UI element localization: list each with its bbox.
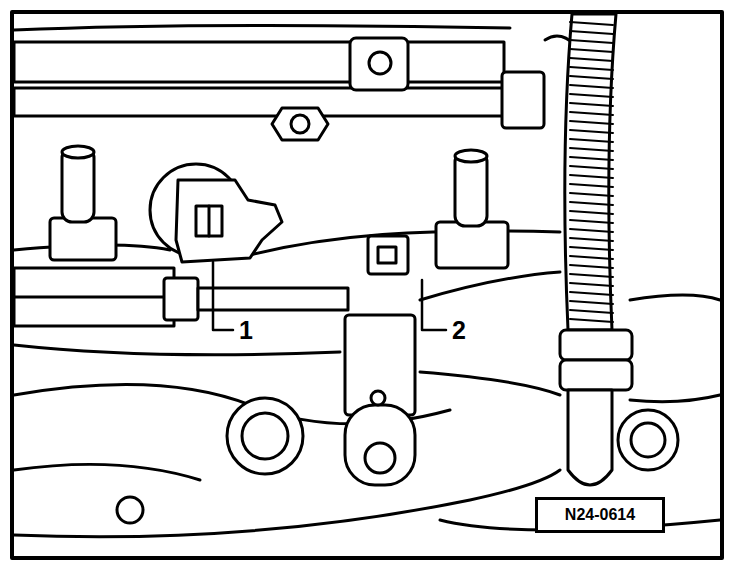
figure-number-box: N24-0614 — [535, 497, 665, 533]
frame — [12, 12, 722, 558]
callout-holder: 2 — [450, 318, 468, 343]
figure-number: N24-0614 — [565, 506, 635, 524]
corrugated-hose — [560, 14, 632, 485]
fuel-rail — [14, 25, 575, 140]
connector-1 — [150, 164, 282, 262]
clamp-bracket — [345, 315, 415, 485]
leader-line — [422, 280, 446, 330]
bottom-contours — [14, 385, 720, 537]
injector-left — [50, 146, 116, 260]
fuel-line — [14, 268, 348, 326]
leader-line — [213, 262, 233, 330]
injector-center — [436, 150, 508, 268]
connector-2 — [368, 236, 408, 274]
callout-number: 1 — [237, 316, 255, 344]
callout-holder: 1 — [237, 318, 255, 343]
callout-number: 2 — [450, 316, 468, 344]
